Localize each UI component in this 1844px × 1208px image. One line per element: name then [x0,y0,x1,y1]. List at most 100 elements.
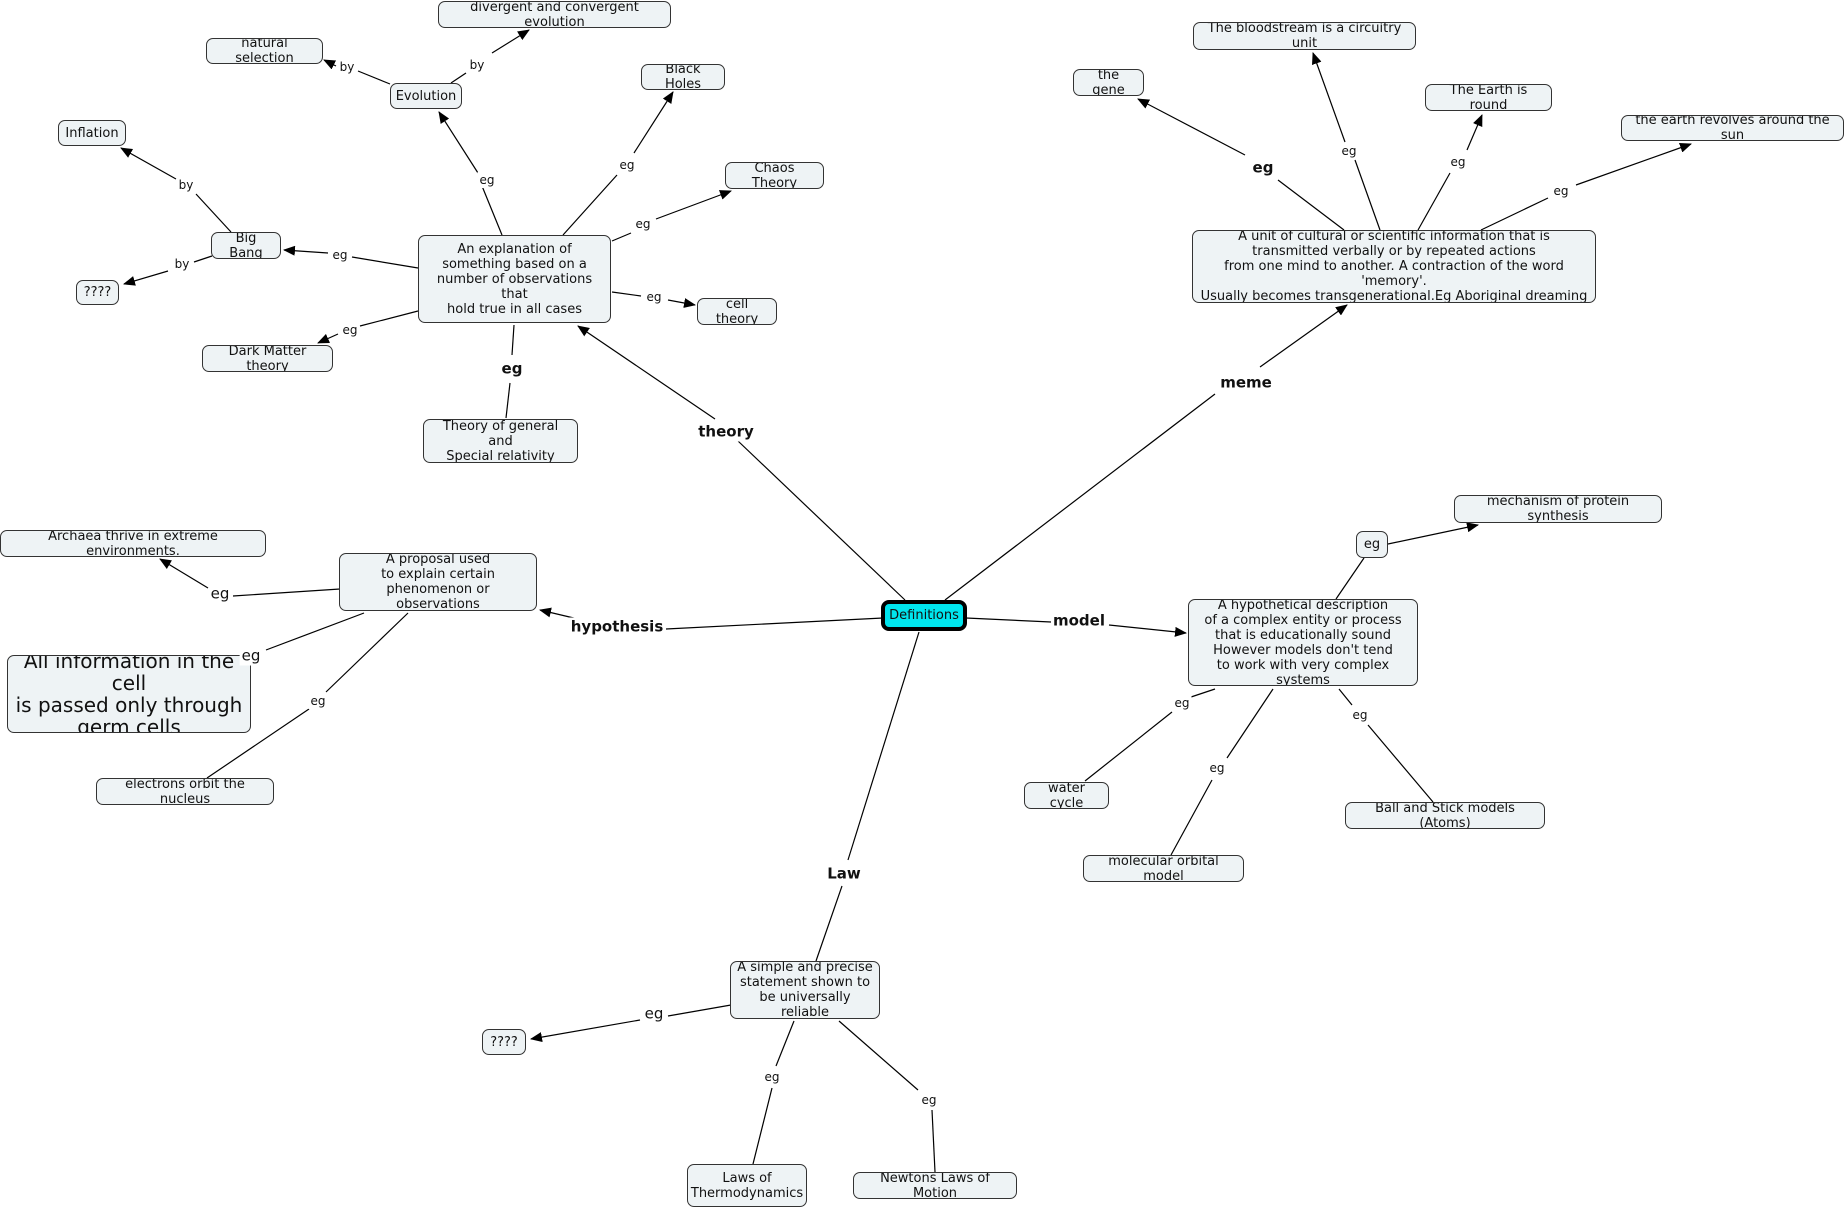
link-model-water [1187,688,1216,699]
link-meme-revolves [1480,197,1549,231]
link-hypothesis-line [665,617,884,630]
evolution-node[interactable]: Evolution [390,83,462,109]
relativity-node[interactable]: Theory of general and Special relativity [423,419,578,463]
label-eg-bloodstream: eg [1339,143,1359,159]
link-model-ball [1338,688,1353,706]
label-by-unknown: by [172,256,192,272]
link-theory-arrow [577,325,716,420]
label-eg-ballstick: eg [1350,707,1370,723]
link-meme-blood [1354,159,1381,231]
germ-cells-node[interactable]: All information in the cell is passed on… [7,655,251,733]
link-bb-unknown [193,255,213,263]
ball-stick-node[interactable]: Ball and Stick models (Atoms) [1345,802,1545,829]
link-model-ball-2 [1367,724,1434,803]
archaea-node[interactable]: Archaea thrive in extreme environments. [0,530,266,557]
link-model-arrow [1108,624,1187,637]
model-definition-node[interactable]: A hypothetical description of a complex … [1188,599,1418,686]
link-theory-line [737,440,906,601]
label-eg-cell: eg [644,289,664,305]
label-by-divergent: by [467,57,487,73]
label-eg-evolution: eg [477,172,497,188]
theory-definition-node[interactable]: An explanation of something based on a n… [418,235,611,323]
water-cycle-node[interactable]: water cycle [1024,782,1109,809]
link-hyp-electrons [325,612,409,693]
link-theory-dm [359,310,419,327]
link-law-newton-2 [931,1109,936,1173]
cell-theory-node[interactable]: cell theory [697,298,777,325]
unknown-law-node[interactable]: ???? [482,1029,526,1055]
label-eg-earthround: eg [1448,154,1468,170]
link-theory-bh-arrow [633,91,674,154]
natural-selection-node[interactable]: natural selection [206,38,323,64]
link-theory-cell [611,291,642,297]
protein-synthesis-node[interactable]: mechanism of protein synthesis [1454,495,1662,523]
link-meme-revolves-arrow [1575,142,1692,186]
link-meme-blood-arrow [1312,52,1346,143]
label-eg-gene: eg [1250,158,1276,178]
label-eg-archaea: eg [208,584,232,604]
link-model-water-2 [1084,711,1173,782]
hypothesis-definition-node[interactable]: A proposal used to explain certain pheno… [339,553,537,611]
link-theory-evolution [481,185,503,236]
link-model-eg [1335,557,1365,600]
label-by-ns: by [337,59,357,75]
earth-revolves-node[interactable]: the earth revolves around the sun [1621,115,1844,141]
thermodynamics-node[interactable]: Laws of Thermodynamics [687,1164,807,1207]
label-by-inflation: by [176,177,196,193]
big-bang-node[interactable]: Big Bang [211,232,281,259]
label-eg-darkmatter: eg [340,322,360,338]
label-eg-chaos: eg [633,216,653,232]
molecular-orbital-node[interactable]: molecular orbital model [1083,855,1244,882]
bloodstream-node[interactable]: The bloodstream is a circuitry unit [1193,22,1416,50]
label-model: model [1051,611,1107,631]
label-eg-germcells: eg [239,646,263,666]
link-meme-arrow [1259,304,1348,368]
dark-matter-node[interactable]: Dark Matter theory [202,345,333,372]
electrons-node[interactable]: electrons orbit the nucleus [96,778,274,805]
label-theory: theory [696,422,756,442]
label-eg-relativity: eg [499,359,525,379]
link-hyp-electrons-2 [206,708,310,779]
link-theory-bh [562,174,618,236]
link-model-mol-2 [1170,779,1213,856]
definitions-root-node[interactable]: Definitions [881,600,967,631]
link-law-unknown-arrow [530,1019,641,1043]
unknown-big-bang-node[interactable]: ???? [76,280,119,305]
link-law-line-2 [815,885,843,962]
link-hyp-archaea-arrow [159,558,209,589]
link-theory-rel-2 [505,382,511,419]
link-law-thermo [775,1020,795,1067]
link-law-unknown [667,1004,732,1017]
black-holes-node[interactable]: Black Holes [641,64,725,90]
earth-round-node[interactable]: The Earth is round [1425,84,1552,111]
label-eg-thermo: eg [762,1069,782,1085]
label-eg-electrons: eg [308,693,328,709]
label-eg-watercycle: eg [1172,695,1192,711]
link-evolution-ns [357,70,391,85]
link-law-line [847,631,920,861]
link-meme-gene-arrow [1137,98,1246,156]
label-eg-blackholes: eg [617,157,637,173]
link-evolution-div-arrow [491,29,530,54]
link-model-eg-arrow [1387,522,1479,545]
law-definition-node[interactable]: A simple and precise statement shown to … [730,961,880,1019]
link-model-mol [1226,688,1274,759]
link-bb-unknown-arrow [123,270,169,286]
meme-definition-node[interactable]: A unit of cultural or scientific informa… [1192,230,1596,303]
the-gene-node[interactable]: the gene [1073,69,1144,96]
link-meme-gene [1277,179,1345,231]
model-eg-node[interactable]: eg [1356,531,1388,558]
divergent-evolution-node[interactable]: divergent and convergent evolution [438,1,671,28]
label-eg-newton: eg [919,1092,939,1108]
link-evolution-div [450,72,467,84]
chaos-theory-node[interactable]: Chaos Theory [725,162,824,189]
inflation-node[interactable]: Inflation [58,120,126,146]
link-meme-line [944,393,1216,601]
link-theory-dm-arrow [317,333,339,344]
link-bb-inflation [195,193,232,233]
label-eg-bigbang: eg [330,247,350,263]
link-bb-inflation-arrow [120,147,177,180]
label-meme: meme [1218,373,1274,393]
newtons-laws-node[interactable]: Newtons Laws of Motion [853,1172,1017,1199]
link-theory-cell-arrow [667,298,696,308]
